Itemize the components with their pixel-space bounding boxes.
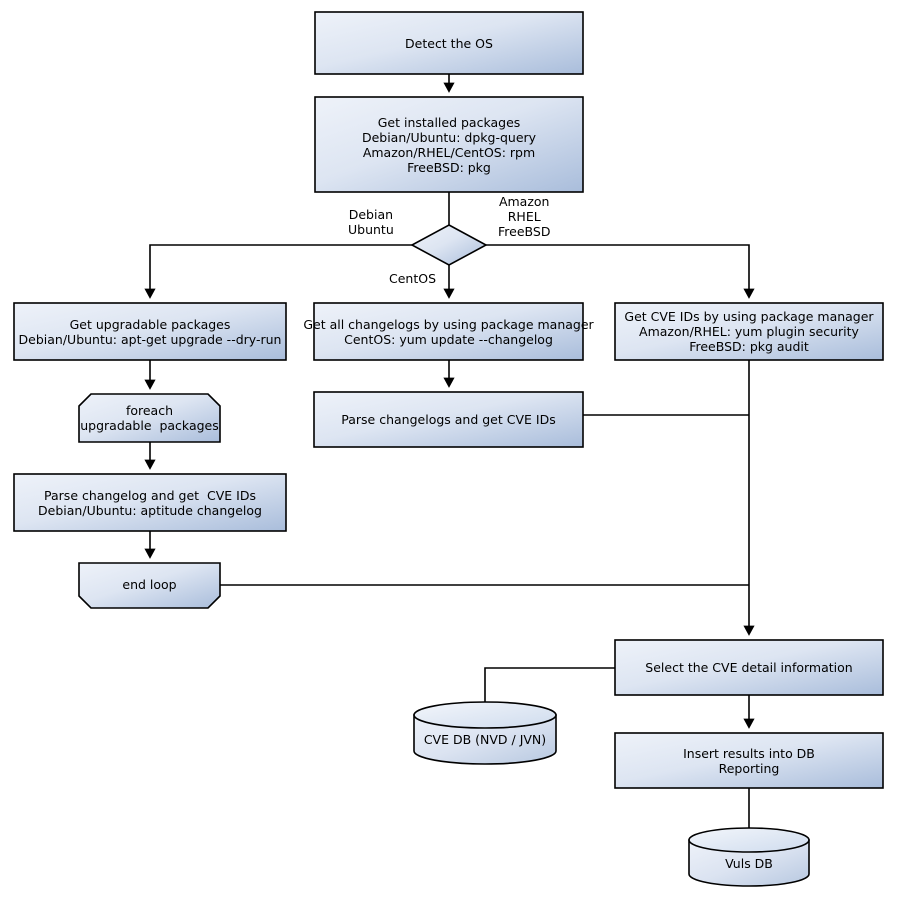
- node-insert-results[interactable]: [614, 732, 884, 789]
- nodes-group: [13, 11, 884, 887]
- node-parse-changelogs-centos[interactable]: [313, 391, 584, 448]
- node-detect-os[interactable]: [314, 11, 584, 75]
- edge-label-amazon-rhel-freebsd: Amazon RHEL FreeBSD: [498, 194, 551, 239]
- node-get-cve-ids-pkgmgr[interactable]: [614, 302, 884, 361]
- edge-decision-to-cveids: [486, 244, 755, 299]
- node-select-cve-detail[interactable]: [614, 639, 884, 696]
- node-parse-changelog-deb[interactable]: [13, 473, 287, 532]
- node-os-decision[interactable]: [410, 224, 488, 266]
- edges-group: [144, 74, 755, 835]
- node-get-installed-packages[interactable]: [314, 96, 584, 193]
- node-get-all-changelogs[interactable]: [313, 302, 584, 361]
- node-vuls-db[interactable]: [688, 827, 810, 887]
- edge-select-to-cvedb: [484, 667, 615, 710]
- node-end-loop[interactable]: [78, 562, 221, 609]
- edge-label-centos: CentOS: [389, 271, 437, 286]
- node-get-upgradable-packages[interactable]: [13, 302, 287, 361]
- edge-decision-to-upgradable: [144, 244, 412, 299]
- node-cve-db[interactable]: [413, 701, 557, 765]
- edge-label-debian-ubuntu: Debian Ubuntu: [348, 207, 394, 237]
- node-foreach-upgradable[interactable]: [78, 393, 221, 443]
